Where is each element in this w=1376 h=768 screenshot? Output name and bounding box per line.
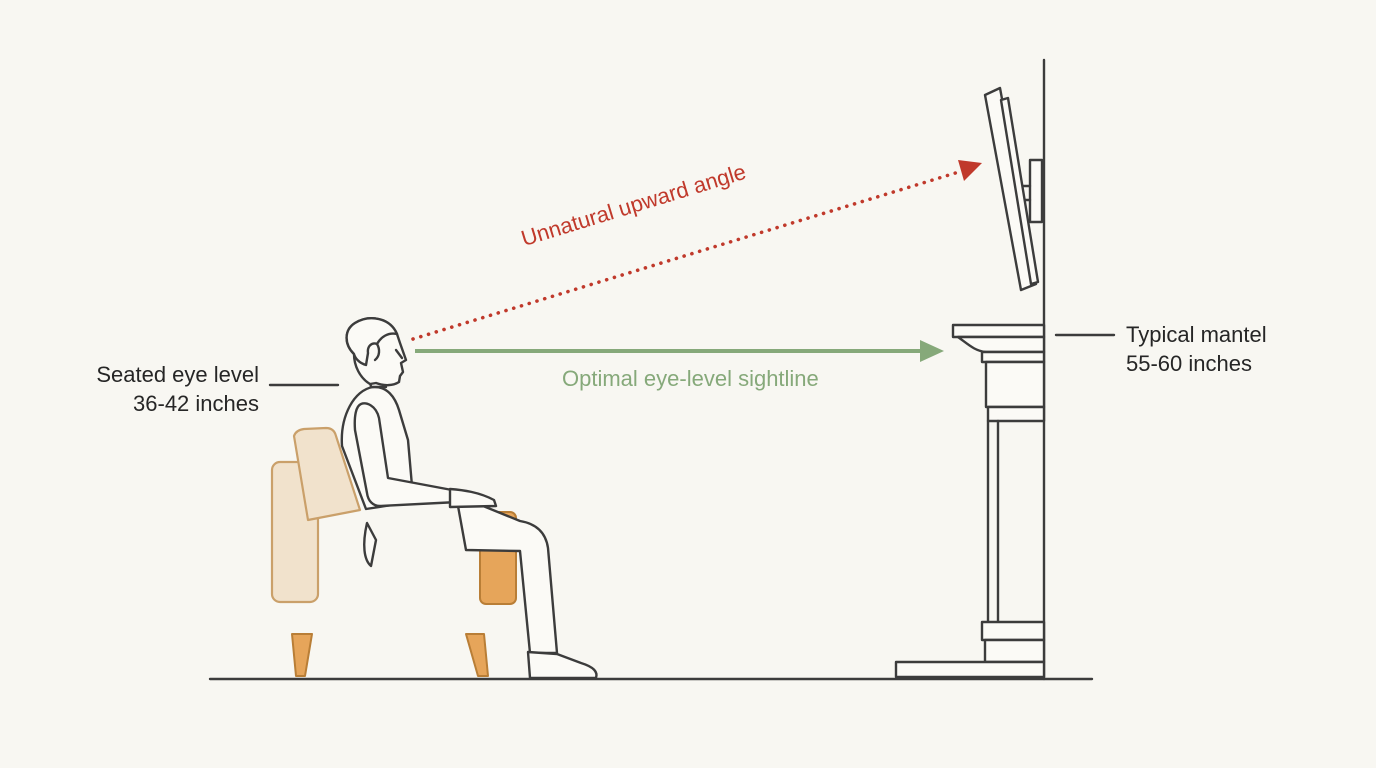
- seated-eye-height-value: 36-42 inches: [133, 391, 259, 416]
- seated-person: [340, 317, 598, 680]
- optimal-sightline-arrow: [415, 340, 944, 362]
- mantel-height-value: 55-60 inches: [1126, 351, 1252, 376]
- armchair: [270, 426, 517, 677]
- optimal-sightline-label: Optimal eye-level sightline: [562, 366, 819, 391]
- upward-angle-arrow: [411, 160, 982, 341]
- fireplace-mantel: [894, 323, 1046, 679]
- typical-mantel-label: Typical mantel 55-60 inches: [1126, 320, 1267, 378]
- typical-mantel-title: Typical mantel: [1126, 322, 1267, 347]
- seated-eye-level-label: Seated eye level 36-42 inches: [96, 360, 259, 418]
- seated-eye-level-title: Seated eye level: [96, 362, 259, 387]
- tilted-tv: [983, 86, 1040, 292]
